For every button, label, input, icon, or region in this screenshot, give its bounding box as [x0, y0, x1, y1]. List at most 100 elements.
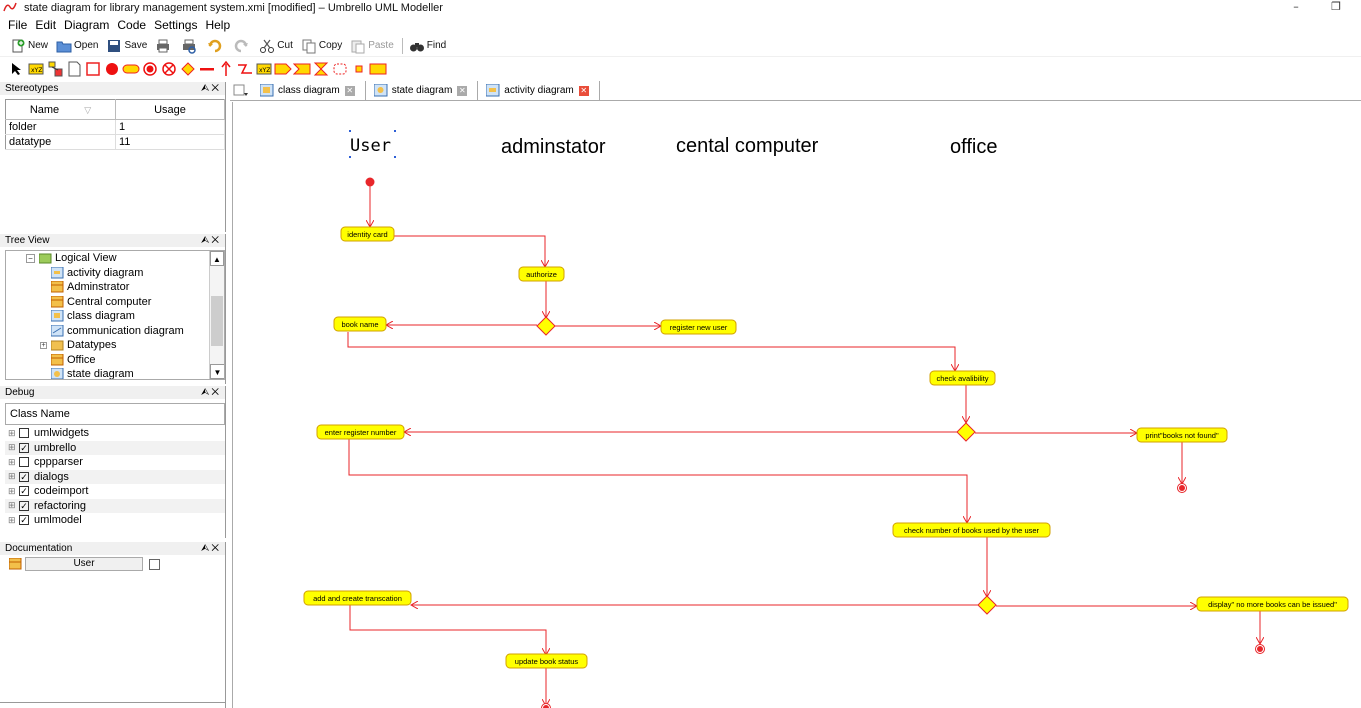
scroll-up-arrow-icon[interactable]: ▲ [210, 251, 224, 266]
tab-close-icon[interactable]: ✕ [457, 85, 468, 96]
scrollbar-thumb[interactable] [211, 296, 223, 346]
documentation-checkbox[interactable] [149, 558, 160, 570]
final-flow-icon[interactable] [160, 60, 178, 78]
decision-node-user-check[interactable] [536, 316, 556, 336]
tree-item[interactable]: Central computer [6, 295, 224, 310]
paste-button[interactable]: Paste [350, 38, 394, 54]
flow-enter-checknumber[interactable] [348, 439, 967, 523]
diagram-canvas[interactable]: User adminstator cental computer office [232, 102, 1361, 708]
find-button[interactable]: Find [409, 38, 446, 54]
documentation-object-name[interactable]: User [25, 557, 143, 571]
initial-node[interactable] [365, 177, 375, 187]
checkbox[interactable] [19, 428, 29, 439]
scroll-down-arrow-icon[interactable]: ▼ [210, 364, 224, 379]
activity-identity-card-box[interactable] [340, 226, 395, 242]
time-event-icon[interactable] [312, 60, 330, 78]
list-item[interactable]: ⊞✓umbrello [5, 440, 225, 455]
menu-settings[interactable]: Settings [154, 18, 198, 32]
open-button[interactable]: Open [56, 38, 98, 54]
list-item[interactable]: ⊞✓umlmodel [8, 514, 82, 527]
checkbox[interactable]: ✓ [19, 500, 29, 511]
accept-signal-icon[interactable] [293, 60, 311, 78]
tab-close-icon[interactable]: ✕ [578, 85, 589, 96]
activity-enter-register-number-box[interactable] [316, 424, 405, 440]
expand-icon[interactable]: ⊞ [8, 456, 16, 467]
restore-button[interactable]: ❐ [1331, 0, 1341, 13]
send-signal-icon[interactable] [274, 60, 292, 78]
debug-column-header[interactable]: Class Name [5, 403, 225, 425]
save-button[interactable]: Save [106, 38, 147, 54]
object-node-icon[interactable]: xYZ [255, 60, 273, 78]
tree-item[interactable]: state diagram [6, 367, 224, 379]
activity-transition-icon[interactable] [217, 60, 235, 78]
table-row[interactable]: datatype 11 [5, 134, 225, 150]
tree-item-logical-view[interactable]: − Logical View [6, 251, 224, 266]
final-node-books-not-found[interactable] [1177, 483, 1187, 493]
box-icon[interactable] [84, 60, 102, 78]
activity-no-more-books-box[interactable] [1196, 596, 1349, 612]
checkbox[interactable]: ✓ [19, 515, 29, 526]
checkbox[interactable]: ✓ [19, 486, 29, 497]
tab-menu-icon[interactable] [230, 82, 252, 100]
activity-update-book-status-box[interactable] [505, 653, 588, 669]
flow-bookname-check[interactable] [347, 332, 955, 371]
final-node-no-more-books[interactable] [1255, 644, 1265, 654]
select-arrow-icon[interactable] [8, 60, 26, 78]
flow-identity-authorize[interactable] [394, 235, 545, 267]
expand-icon[interactable]: ⊞ [8, 500, 16, 511]
note-anchor-icon[interactable] [46, 60, 64, 78]
collapse-icon[interactable]: − [26, 253, 35, 263]
column-name[interactable]: Name ▽ [5, 99, 116, 120]
tree-item[interactable]: communication diagram [6, 324, 224, 339]
tab-activity-diagram[interactable]: activity diagram ✕ [478, 80, 600, 101]
menu-code[interactable]: Code [117, 18, 147, 32]
print-preview-button[interactable] [181, 38, 199, 54]
activity-authorize-box[interactable] [518, 266, 565, 282]
copy-button[interactable]: Copy [301, 38, 342, 54]
swimlane-office[interactable]: office [950, 136, 997, 158]
list-item[interactable]: ⊞umlwidgets [8, 427, 90, 440]
note-icon[interactable] [65, 60, 83, 78]
swimlane-user[interactable]: User [350, 136, 391, 156]
expand-icon[interactable]: ⊞ [8, 471, 16, 482]
tab-state-diagram[interactable]: state diagram ✕ [366, 80, 479, 101]
decision-node-book-count[interactable] [977, 595, 997, 615]
redo-button[interactable] [233, 38, 251, 54]
activity-check-availability-box[interactable] [929, 370, 996, 386]
cut-button[interactable]: Cut [259, 38, 293, 54]
tree-item[interactable]: activity diagram [6, 266, 224, 281]
menu-help[interactable]: Help [205, 18, 231, 32]
menu-file[interactable]: File [8, 18, 28, 32]
flow-transaction-update[interactable] [349, 605, 546, 655]
final-node-bottom[interactable] [541, 703, 551, 708]
minimize-button[interactable]: – [1293, 0, 1299, 13]
precondition-icon[interactable] [369, 60, 387, 78]
panel-float-close-icon[interactable]: ⮙✕ [200, 543, 221, 554]
fork-join-icon[interactable] [198, 60, 216, 78]
activity-icon[interactable] [122, 60, 140, 78]
decision-node-availability[interactable] [956, 422, 976, 442]
panel-float-close-icon[interactable]: ⮙✕ [200, 387, 221, 398]
tree-item[interactable]: Office [6, 353, 224, 368]
tree-item[interactable]: Adminstrator [6, 280, 224, 295]
tree-scrollbar[interactable]: ▲ ▼ [209, 251, 224, 379]
list-item[interactable]: ⊞✓dialogs [5, 469, 225, 484]
tab-close-icon[interactable]: ✕ [344, 85, 355, 96]
tree-item[interactable]: + Datatypes [40, 339, 117, 352]
initial-activity-icon[interactable] [103, 60, 121, 78]
expand-icon[interactable]: ⊞ [8, 514, 16, 525]
panel-float-close-icon[interactable]: ⮙✕ [200, 235, 221, 246]
region-icon[interactable] [331, 60, 349, 78]
exception-icon[interactable] [236, 60, 254, 78]
panel-float-close-icon[interactable]: ⮙✕ [200, 83, 221, 94]
swimlane-adminstator[interactable]: adminstator [501, 136, 606, 158]
print-button[interactable] [155, 38, 173, 54]
activity-books-not-found-box[interactable] [1136, 427, 1228, 443]
new-button[interactable]: New [10, 38, 48, 54]
menu-edit[interactable]: Edit [35, 18, 57, 32]
checkbox[interactable] [19, 457, 29, 468]
branch-merge-icon[interactable] [179, 60, 197, 78]
activity-add-create-transaction-box[interactable] [303, 590, 412, 606]
activity-book-name-box[interactable] [333, 316, 387, 332]
end-activity-icon[interactable] [141, 60, 159, 78]
